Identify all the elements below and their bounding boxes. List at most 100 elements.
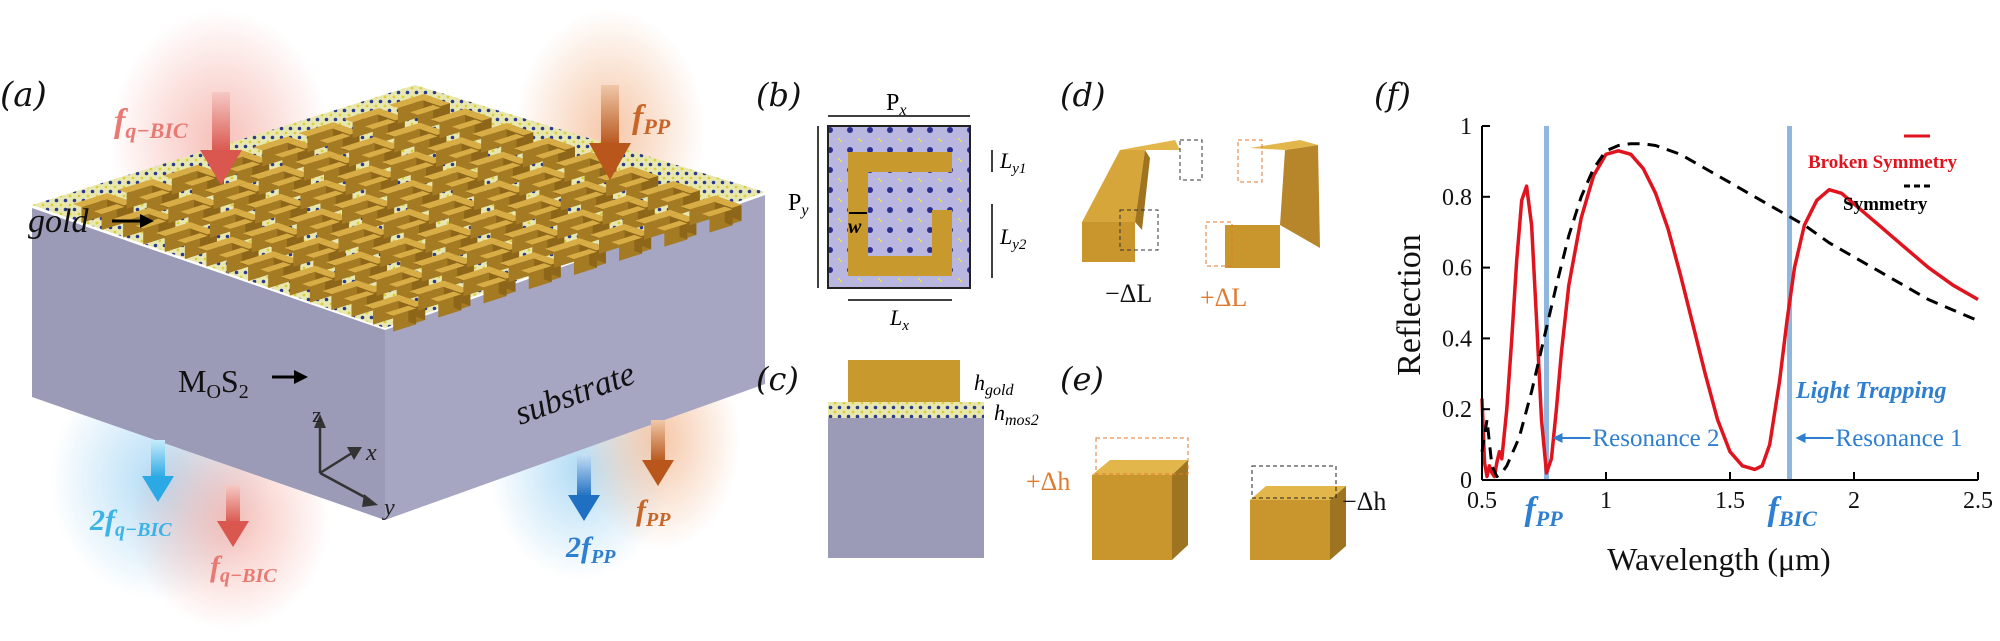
gold-bar-top <box>291 179 335 194</box>
block-plus-dl-front <box>1225 225 1280 268</box>
gold-bar-top <box>410 105 441 115</box>
gold-bar-top <box>163 164 207 179</box>
gold-bar-top <box>159 193 203 208</box>
gold-bar-top <box>319 133 351 144</box>
dashed-ghost-minus-dh <box>1251 465 1337 499</box>
gold-bar-top <box>464 111 492 121</box>
panel-f-label: (f) <box>1374 76 1411 114</box>
substrate-front-face <box>32 208 385 520</box>
gold-bar-top <box>312 190 344 201</box>
gold-bar-top <box>388 94 433 108</box>
gold-bar-top <box>333 194 377 209</box>
gold-bar-top <box>249 165 294 180</box>
gold-bar-end <box>408 305 417 325</box>
gold-bar-top <box>458 237 502 252</box>
label-fpp-out: fPP <box>636 494 671 531</box>
block-minus-dl-front <box>1082 222 1135 262</box>
gold-bar-top <box>197 236 241 251</box>
y-tick-label: 1 <box>1460 114 1472 140</box>
gold-bar-top <box>295 151 339 165</box>
gold-bar-top <box>448 148 480 159</box>
series-line-broken-symmetry <box>1480 149 1979 479</box>
gold-bar-top <box>388 277 420 287</box>
substrate-right-face <box>385 195 765 520</box>
panel-c-label: (c) <box>756 360 799 398</box>
panel-d-label: (d) <box>1060 76 1105 114</box>
resonance-pointer-head-1 <box>1552 433 1563 443</box>
gold-bar-end <box>724 206 733 226</box>
gold-bar-top <box>416 223 460 238</box>
gold-bar-top <box>184 175 215 186</box>
gold-bar-top <box>350 233 382 244</box>
block-minus-dh-body <box>1250 500 1330 560</box>
mos2-pointer-arrow <box>272 370 308 384</box>
gold-bar-top <box>322 280 366 295</box>
y-tick-label: 0 <box>1460 468 1472 494</box>
coordinate-axes <box>314 414 378 507</box>
gold-bar-top <box>493 134 525 144</box>
block-plus-dh-body <box>1092 475 1172 560</box>
block-plus-dh-top <box>1092 460 1188 475</box>
gold-bar-top <box>298 122 342 137</box>
gold-bar-top <box>114 207 158 222</box>
gold-bar-top <box>253 136 297 151</box>
gold-bar-top <box>472 123 516 137</box>
gold-bar-top <box>225 190 257 201</box>
panel-e: (e) +Δh −Δh <box>1026 360 1386 560</box>
gold-bar-top <box>430 108 474 123</box>
gold-bar-top <box>367 266 412 280</box>
panel-b-label: (b) <box>756 76 801 114</box>
axis-z-label: z <box>312 402 322 427</box>
gold-bar-end <box>589 249 597 268</box>
x-tick-label: 1 <box>1600 488 1612 514</box>
gold-bar-top <box>371 237 415 252</box>
gold-bar-top <box>287 208 332 223</box>
panel-d: (d) −ΔL +ΔL <box>1060 76 1320 312</box>
gold-bar-top <box>672 184 700 194</box>
gold-bar-top <box>482 220 514 230</box>
gold-bar-top <box>409 280 453 295</box>
gold-bar-top <box>180 204 212 215</box>
gold-bar-end <box>453 291 462 311</box>
dashed-ghost-plus-dh <box>1095 437 1189 475</box>
x-tick-label: 2.5 <box>1963 488 1993 514</box>
gold-bar-top <box>475 277 507 288</box>
gold-bar-top <box>566 249 597 259</box>
label-fqbic-top: fq−BIC <box>114 103 188 143</box>
gold-bar-top <box>302 276 333 287</box>
gold-bar-top <box>499 252 544 267</box>
gold-bar-end <box>543 263 552 282</box>
gold-bar-top <box>374 208 419 223</box>
label-ly1: Ly1 <box>999 148 1026 177</box>
gold-bar-top <box>274 147 306 158</box>
label-2fpp-out: 2fPP <box>565 531 616 568</box>
x-tick-label: 0.5 <box>1467 488 1497 514</box>
gold-bar-top <box>343 108 388 123</box>
gold-bar-top <box>430 291 462 302</box>
dashed-ghost-minus-dl <box>1179 139 1203 181</box>
gold-bar-top <box>635 209 679 224</box>
gold-bar-top <box>201 208 245 222</box>
gold-bar-top <box>280 265 325 280</box>
gold-bar-top <box>239 251 283 266</box>
gold-bar-top <box>329 222 373 237</box>
gold-bar-top <box>593 195 638 210</box>
panel-a: (a) fq−BIC fPP gold MOS2 substrate z x y… <box>0 10 765 630</box>
x-axis-label: Wavelength (μm) <box>1607 541 1830 577</box>
gold-bar-top <box>524 234 556 245</box>
gold-bar-top <box>714 198 742 208</box>
arrow-fpp-out <box>642 420 674 486</box>
label-minus-dh: −Δh <box>1342 487 1386 516</box>
gold-bar-top <box>614 206 646 217</box>
gold-split-ring <box>848 152 952 276</box>
gold-bar-top <box>343 291 375 302</box>
gold-bar-top <box>468 151 513 166</box>
resonance-marker-label-1: fPP <box>1524 491 1563 531</box>
label-ly2: Ly2 <box>999 224 1027 253</box>
label-fpp-top: fPP <box>632 99 671 139</box>
gold-bar-top <box>229 161 261 172</box>
mos2-top-layer <box>32 85 765 328</box>
gold-bar-top <box>544 238 589 252</box>
gold-bar-top <box>611 234 643 245</box>
block-plus-dh-side <box>1172 460 1188 560</box>
